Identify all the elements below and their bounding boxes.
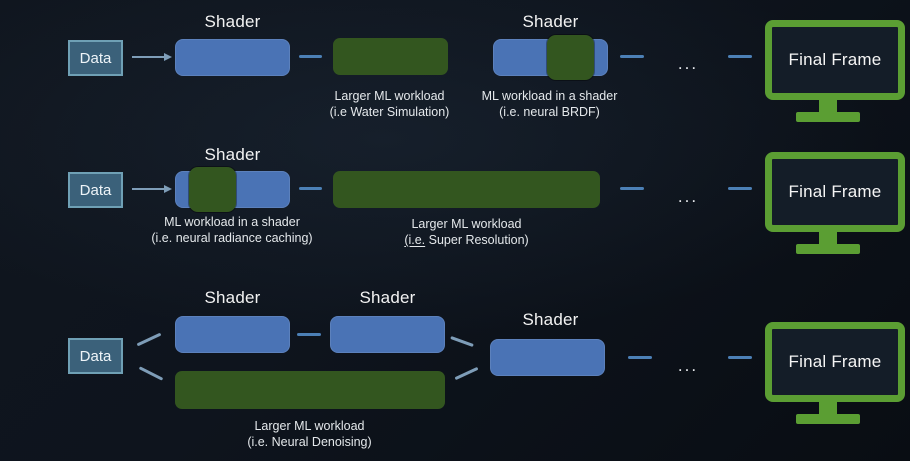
caption-line-2: (i.e. Super Resolution) bbox=[374, 232, 559, 248]
join-connector-bottom bbox=[454, 366, 479, 381]
caption-line-2: (i.e. neural BRDF) bbox=[499, 105, 600, 119]
dash-connector bbox=[620, 55, 644, 58]
monitor-stand-neck bbox=[819, 401, 837, 414]
ml-workload-node bbox=[333, 171, 600, 208]
data-label: Data bbox=[79, 347, 112, 365]
monitor-stand-neck bbox=[819, 99, 837, 112]
final-frame-label: Final Frame bbox=[788, 182, 882, 201]
ml-workload-caption: Larger ML workload (i.e. Super Resolutio… bbox=[374, 216, 559, 248]
shader-node bbox=[490, 339, 605, 376]
data-node: Data bbox=[68, 40, 123, 76]
shader-with-ml-node bbox=[175, 167, 290, 212]
dash-connector bbox=[620, 187, 644, 190]
final-frame-monitor-icon: Final Frame bbox=[765, 322, 905, 424]
ellipsis: ... bbox=[677, 54, 699, 73]
shader-ml-caption: ML workload in a shader (i.e. neural rad… bbox=[132, 214, 332, 246]
monitor-stand-base bbox=[796, 244, 860, 254]
caption-line-2: (i.e. Neural Denoising) bbox=[247, 435, 372, 449]
embedded-ml-segment bbox=[547, 35, 594, 80]
shader-title: Shader bbox=[204, 145, 261, 164]
fork-connector-up bbox=[136, 332, 162, 347]
ellipsis: ... bbox=[677, 356, 699, 375]
dash-connector bbox=[299, 187, 322, 190]
ellipsis: ... bbox=[677, 187, 699, 206]
dash-connector bbox=[628, 356, 652, 359]
monitor-stand-base bbox=[796, 414, 860, 424]
ml-workload-caption: Larger ML workload (i.e. Neural Denoisin… bbox=[217, 418, 402, 450]
data-node: Data bbox=[68, 172, 123, 208]
join-connector-top bbox=[450, 335, 474, 348]
shader-title: Shader bbox=[359, 288, 416, 307]
caption-line-2: (i.e. neural radiance caching) bbox=[151, 231, 313, 245]
caption-line-1: Larger ML workload bbox=[254, 419, 365, 433]
shader-node bbox=[175, 316, 290, 353]
shader-node bbox=[175, 39, 290, 76]
shader-title: Shader bbox=[522, 310, 579, 329]
caption-ie-underlined: (i.e. bbox=[404, 233, 426, 247]
shader-ml-caption: ML workload in a shader (i.e. neural BRD… bbox=[457, 88, 642, 120]
caption-rest: Super Resolution) bbox=[425, 233, 529, 247]
arrow-connector bbox=[132, 53, 172, 61]
data-node: Data bbox=[68, 338, 123, 374]
data-label: Data bbox=[79, 181, 112, 199]
shader-title: Shader bbox=[522, 12, 579, 31]
final-frame-label: Final Frame bbox=[788, 50, 882, 69]
final-frame-monitor-icon: Final Frame bbox=[765, 20, 905, 122]
dash-connector bbox=[728, 55, 752, 58]
caption-line-2: (i.e Water Simulation) bbox=[329, 105, 450, 119]
final-frame-label: Final Frame bbox=[788, 352, 882, 371]
arrow-connector bbox=[132, 185, 172, 193]
monitor-screen: Final Frame bbox=[765, 20, 905, 100]
dash-connector bbox=[299, 55, 322, 58]
monitor-screen: Final Frame bbox=[765, 152, 905, 232]
caption-line-1: ML workload in a shader bbox=[164, 215, 300, 229]
dash-connector bbox=[297, 333, 321, 336]
ml-workload-node bbox=[333, 38, 448, 75]
final-frame-monitor-icon: Final Frame bbox=[765, 152, 905, 254]
shader-title: Shader bbox=[204, 288, 261, 307]
ml-workload-caption: Larger ML workload (i.e Water Simulation… bbox=[297, 88, 482, 120]
embedded-ml-segment bbox=[189, 167, 236, 212]
monitor-stand-base bbox=[796, 112, 860, 122]
caption-line-1: Larger ML workload bbox=[334, 89, 445, 103]
shader-node bbox=[330, 316, 445, 353]
dash-connector bbox=[728, 356, 752, 359]
fork-connector-down bbox=[138, 366, 164, 381]
shader-with-ml-node bbox=[493, 35, 608, 80]
data-label: Data bbox=[79, 49, 112, 67]
monitor-screen: Final Frame bbox=[765, 322, 905, 402]
caption-line-1: Larger ML workload bbox=[411, 217, 522, 231]
shader-title: Shader bbox=[204, 12, 261, 31]
ml-workload-node bbox=[175, 371, 445, 409]
monitor-stand-neck bbox=[819, 231, 837, 244]
caption-line-1: ML workload in a shader bbox=[481, 89, 618, 103]
dash-connector bbox=[728, 187, 752, 190]
